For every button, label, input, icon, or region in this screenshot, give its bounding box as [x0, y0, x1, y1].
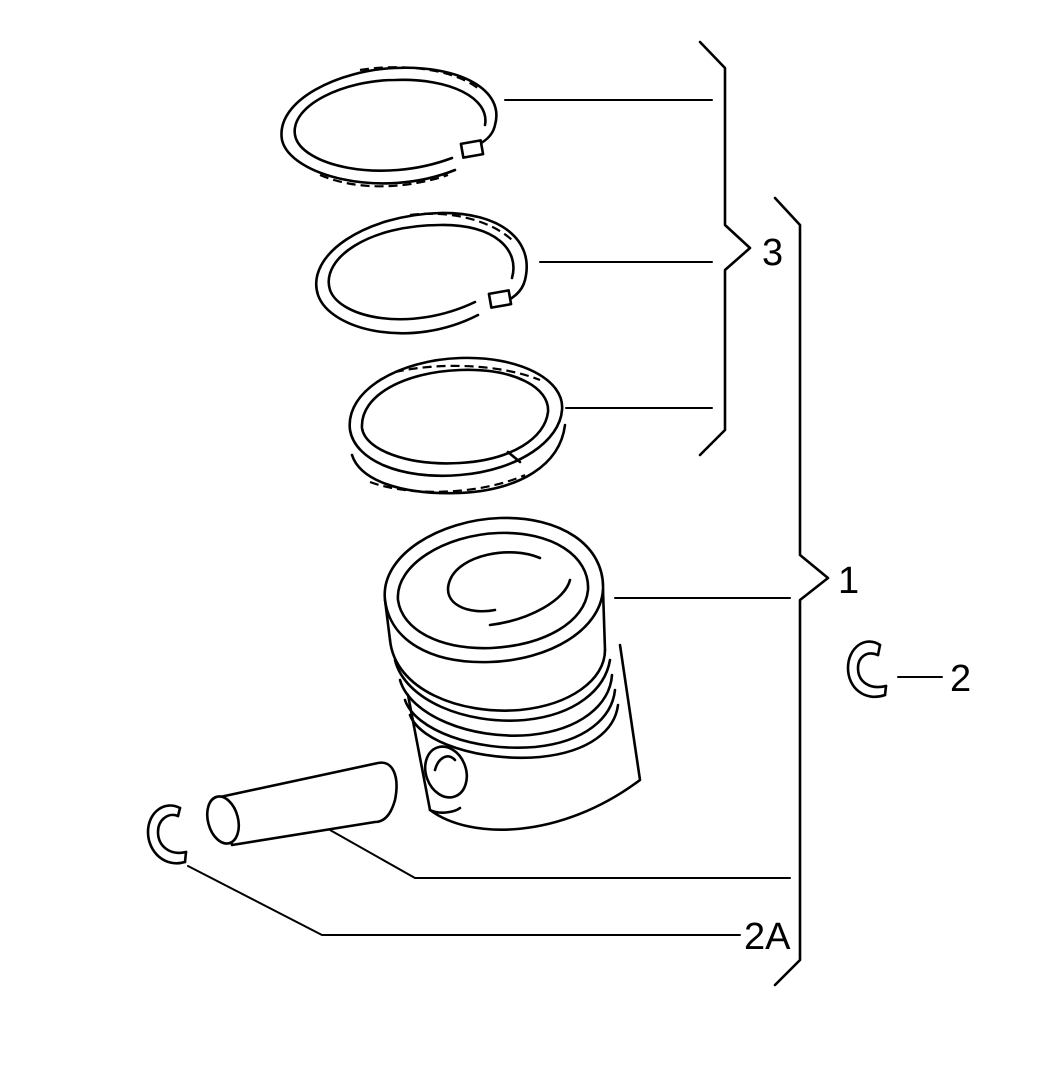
piston: [383, 516, 642, 831]
leader-piston-pin: [329, 829, 791, 879]
circlip-2: [846, 640, 888, 698]
compression-ring-top: [280, 66, 498, 188]
circlip-2a: [146, 804, 188, 865]
bracket-piston-group: [773, 196, 830, 987]
callout-1-label: 1: [838, 560, 860, 602]
oil-control-ring: [348, 356, 567, 495]
leader-circlip-2a: [187, 865, 741, 936]
piston-pin: [205, 761, 398, 847]
bracket-rings: [698, 40, 752, 457]
callout-2-label: 2: [950, 658, 972, 700]
callout-2a-label: 2A: [744, 916, 791, 958]
compression-ring-second: [315, 211, 528, 335]
callout-3-label: 3: [762, 232, 784, 274]
